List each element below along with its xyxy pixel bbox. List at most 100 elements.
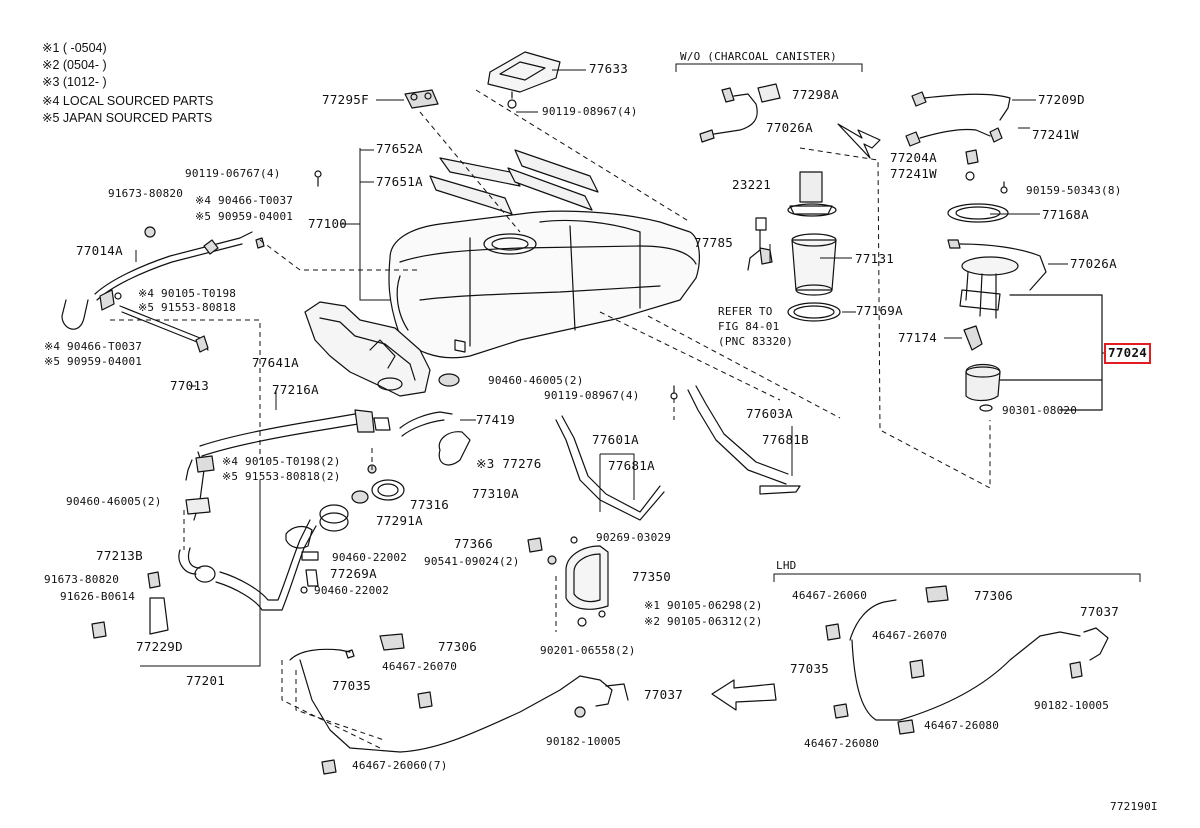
- part-label-46467-26070[interactable]: 46467-26070: [382, 660, 458, 673]
- part-label-90959-04001[interactable]: ※5 90959-04001: [195, 210, 294, 223]
- fuel-pump-parts-shape: [747, 171, 841, 322]
- part-label-77201[interactable]: 77201: [186, 673, 226, 688]
- part-label-90182-10005[interactable]: 90182-10005: [546, 735, 622, 748]
- part-label-91626-b0614[interactable]: 91626-B0614: [60, 590, 136, 603]
- part-label-90105-06312[interactable]: ※2 90105-06312(2): [644, 615, 763, 628]
- part-label-77641a[interactable]: 77641A: [252, 355, 299, 370]
- part-label-90460-46005[interactable]: 90460-46005(2): [66, 495, 162, 508]
- part-label-90105-06298[interactable]: ※1 90105-06298(2): [644, 599, 763, 612]
- part-label-77100[interactable]: 77100: [308, 216, 348, 231]
- part-label-77316[interactable]: 77316: [410, 497, 450, 512]
- part-label-90159-50343[interactable]: 90159-50343(8): [1026, 184, 1122, 197]
- leader-lines: [135, 69, 1106, 667]
- note-2: ※2 (0504- ): [42, 58, 107, 72]
- part-label-77350[interactable]: 77350: [632, 569, 672, 584]
- part-label-77035[interactable]: 77035: [332, 678, 372, 693]
- part-label-90105-t0198[interactable]: ※4 90105-T0198(2): [222, 455, 341, 468]
- part-label-77014a[interactable]: 77014A: [76, 243, 123, 258]
- part-label-46467-26060[interactable]: 46467-26060(7): [352, 759, 448, 772]
- part-label-90301-08020[interactable]: 90301-08020: [1002, 404, 1078, 417]
- part-label-77216a[interactable]: 77216A: [272, 382, 319, 397]
- part-label-91673-80820[interactable]: 91673-80820: [44, 573, 120, 586]
- fuel-sender-module-shape: [905, 91, 1047, 412]
- part-label-90460-22002[interactable]: 90460-22002: [332, 551, 408, 564]
- part-label-77174[interactable]: 77174: [898, 330, 938, 345]
- part-label-77310a[interactable]: 77310A: [472, 486, 519, 501]
- part-label-77681b[interactable]: 77681B: [762, 432, 809, 447]
- part-label-46467-26080[interactable]: 46467-26080: [804, 737, 880, 750]
- part-label-90466-t0037[interactable]: ※4 90466-T0037: [44, 340, 143, 353]
- part-label-77213b[interactable]: 77213B: [96, 548, 143, 563]
- part-label-77633[interactable]: 77633: [589, 61, 629, 76]
- part-label-91553-80818[interactable]: ※5 91553-80818(2): [222, 470, 341, 483]
- wo-charcoal-hoses-shape: [699, 83, 781, 143]
- part-label-77785[interactable]: 77785: [694, 235, 734, 250]
- refer-line-1: REFER TO: [718, 305, 773, 318]
- part-label-77204a[interactable]: 77204A: [890, 150, 937, 165]
- part-label-46467-26070[interactable]: 46467-26070: [872, 629, 948, 642]
- part-77024-bracket: [999, 294, 1103, 411]
- part-label-77241w[interactable]: 77241W: [890, 166, 937, 181]
- part-label-77169a[interactable]: 77169A: [856, 303, 903, 318]
- part-label-91553-80818[interactable]: ※5 91553-80818: [138, 301, 237, 314]
- part-label-90105-t0198[interactable]: ※4 90105-T0198: [138, 287, 237, 300]
- section-brackets: [675, 63, 1141, 582]
- refer-line-3: (PNC 83320): [718, 335, 794, 348]
- part-label-77652a[interactable]: 77652A: [376, 141, 423, 156]
- part-label-77013[interactable]: 77013: [170, 378, 210, 393]
- part-label-77269a[interactable]: 77269A: [330, 566, 377, 581]
- note-4: ※4 LOCAL SOURCED PARTS: [42, 94, 214, 108]
- part-label-77037[interactable]: 77037: [644, 687, 684, 702]
- part-label-77276[interactable]: ※3 77276: [476, 456, 542, 471]
- part-label-90119-08967[interactable]: 90119-08967(4): [544, 389, 640, 402]
- part-label-77681a[interactable]: 77681A: [608, 458, 655, 473]
- clamp-77295f-shape: [404, 89, 439, 109]
- part-label-23221[interactable]: 23221: [732, 177, 772, 192]
- fuel-tank-shape: [388, 210, 700, 359]
- part-label-77603a[interactable]: 77603A: [746, 406, 793, 421]
- part-label-90466-t0037[interactable]: ※4 90466-T0037: [195, 194, 294, 207]
- part-label-77035[interactable]: 77035: [790, 661, 830, 676]
- part-label-46467-26060[interactable]: 46467-26060: [792, 589, 868, 602]
- part-label-91673-80820[interactable]: 91673-80820: [108, 187, 184, 200]
- part-label-90182-10005[interactable]: 90182-10005: [1034, 699, 1110, 712]
- part-label-77026a[interactable]: 77026A: [1070, 256, 1117, 271]
- refer-line-2: FIG 84-01: [718, 320, 780, 333]
- part-label-77295f[interactable]: 77295F: [322, 92, 369, 107]
- section-wo-charcoal-canister: W/O (CHARCOAL CANISTER): [680, 50, 837, 63]
- part-label-90119-08967[interactable]: 90119-08967(4): [542, 105, 638, 118]
- tank-bands-shape: [555, 385, 801, 521]
- fuel-lid-shape: [527, 536, 609, 627]
- part-label-90460-46005[interactable]: 90460-46005(2): [488, 374, 584, 387]
- part-label-77209d[interactable]: 77209D: [1038, 92, 1085, 107]
- part-label-77168a[interactable]: 77168A: [1042, 207, 1089, 222]
- part-label-46467-26080[interactable]: 46467-26080: [924, 719, 1000, 732]
- part-label-90119-06767[interactable]: 90119-06767(4): [185, 167, 281, 180]
- part-label-77306[interactable]: 77306: [438, 639, 478, 654]
- part-label-77131[interactable]: 77131: [855, 251, 895, 266]
- part-label-77306[interactable]: 77306: [974, 588, 1014, 603]
- part-label-77229d[interactable]: 77229D: [136, 639, 183, 654]
- part-label-77291a[interactable]: 77291A: [376, 513, 423, 528]
- part-label-90269-03029[interactable]: 90269-03029: [596, 531, 672, 544]
- part-label-90541-09024[interactable]: 90541-09024(2): [424, 555, 520, 568]
- lhd-lid-cable-shape: [825, 585, 1109, 735]
- part-label-90201-06558[interactable]: 90201-06558(2): [540, 644, 636, 657]
- part-label-77241w[interactable]: 77241W: [1032, 127, 1079, 142]
- note-5: ※5 JAPAN SOURCED PARTS: [42, 111, 213, 125]
- part-label-77037[interactable]: 77037: [1080, 604, 1120, 619]
- part-label-77601a[interactable]: 77601A: [592, 432, 639, 447]
- part-label-77298a[interactable]: 77298A: [792, 87, 839, 102]
- part-label-77026a[interactable]: 77026A: [766, 120, 813, 135]
- lid-cable-assembly-shape: [289, 633, 629, 775]
- part-label-90460-22002[interactable]: 90460-22002: [314, 584, 390, 597]
- breather-hose-77014a-shape: [61, 170, 322, 353]
- part-label-77651a[interactable]: 77651A: [376, 174, 423, 189]
- part-label-77024-highlighted[interactable]: 77024: [1103, 343, 1152, 364]
- part-label-77366[interactable]: 77366: [454, 536, 494, 551]
- part-label-90959-04001[interactable]: ※5 90959-04001: [44, 355, 143, 368]
- tank-protector-shape: [304, 301, 431, 397]
- part-label-77419[interactable]: 77419: [476, 412, 516, 427]
